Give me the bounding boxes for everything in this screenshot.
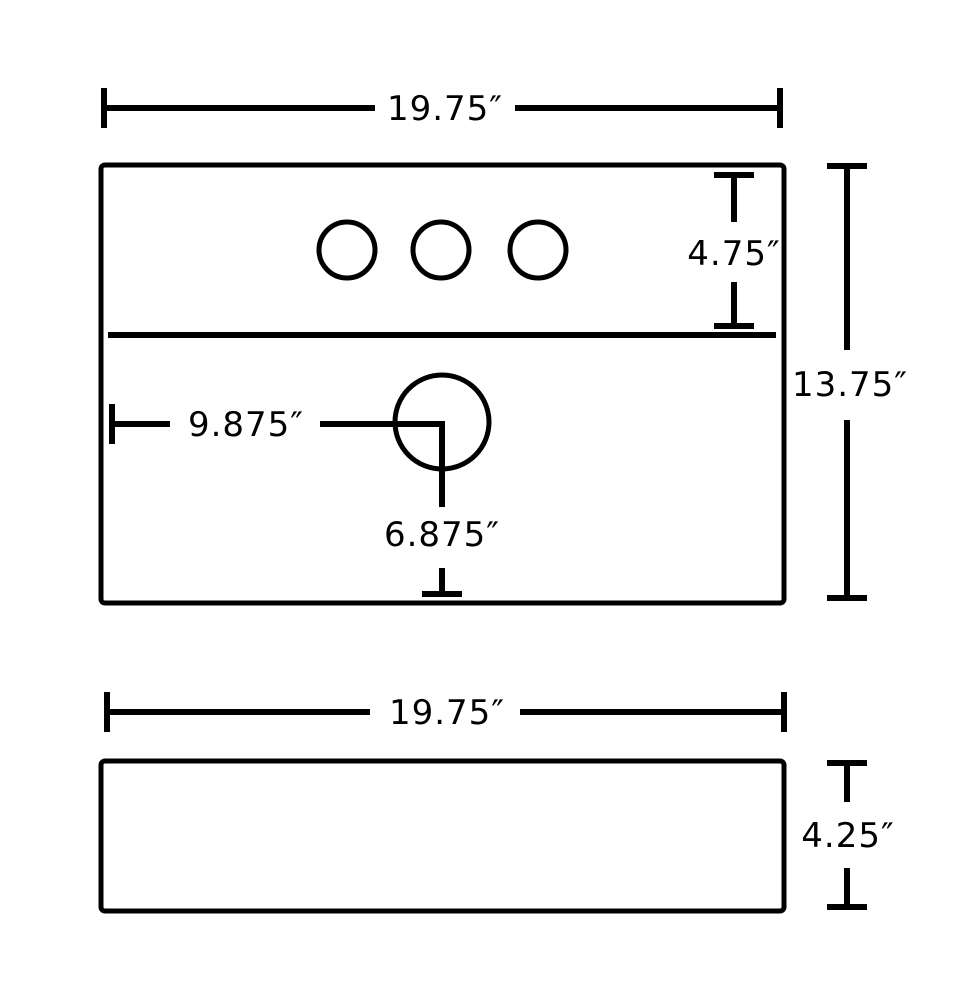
top-depth-label: 13.75″ xyxy=(792,365,908,405)
side-width-dimension: 19.75″ xyxy=(104,692,787,733)
drain-x-label: 9.875″ xyxy=(188,405,304,445)
faucet-hole-right xyxy=(507,219,569,281)
faucet-hole-left xyxy=(316,219,378,281)
sink-side-outline xyxy=(98,758,787,914)
drain-y-label: 6.875″ xyxy=(384,515,500,555)
deck-depth-dimension: 4.75″ xyxy=(687,172,780,329)
deck-depth-label: 4.75″ xyxy=(687,234,780,274)
faucet-hole-center xyxy=(410,219,472,281)
drain-y-dimension: 6.875″ xyxy=(384,421,500,597)
side-height-dimension: 4.25″ xyxy=(801,760,894,910)
top-width-dimension: 19.75″ xyxy=(101,88,783,129)
side-height-label: 4.25″ xyxy=(801,816,894,856)
side-width-label: 19.75″ xyxy=(389,693,505,733)
drain-x-dimension: 9.875″ xyxy=(109,404,445,445)
top-width-label: 19.75″ xyxy=(387,89,503,129)
top-depth-dimension: 13.75″ xyxy=(792,163,908,601)
sink-top-outline xyxy=(98,162,787,606)
faucet-holes xyxy=(316,219,569,281)
